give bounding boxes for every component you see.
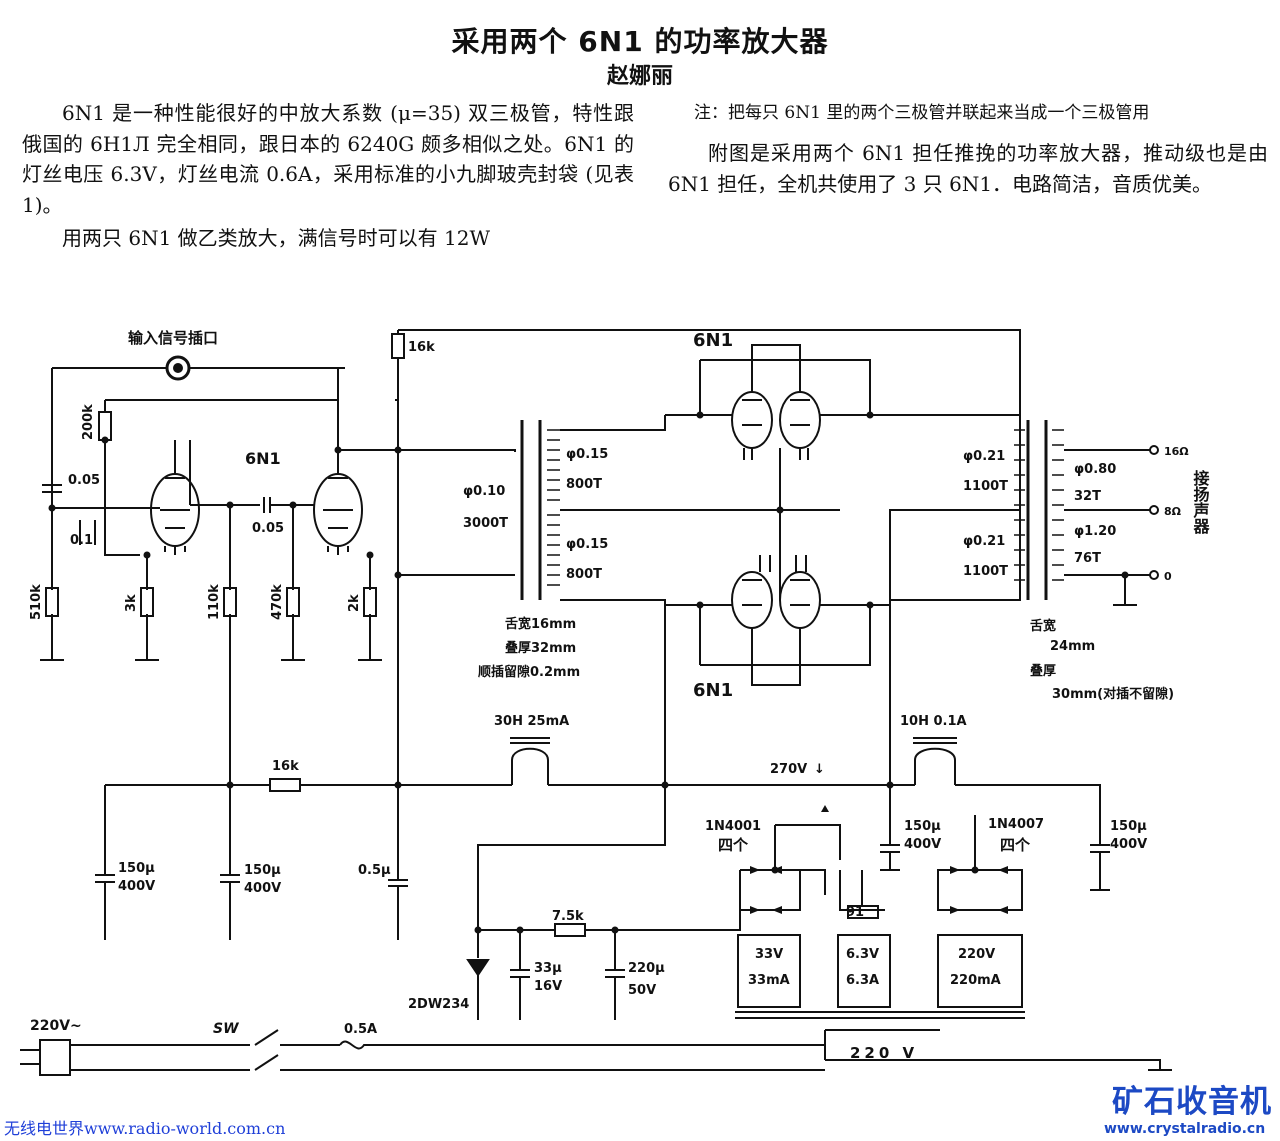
transformer-label: φ0.21 xyxy=(963,449,1005,464)
resistor-label: 510k xyxy=(29,584,44,620)
winding-label: 220V xyxy=(958,947,995,962)
left-text-column: 6N1 是一种性能很好的中放大系数 (μ=35) 双三极管，特性跟俄国的 6H1… xyxy=(22,98,634,257)
transformer-label: 24mm xyxy=(1050,639,1095,654)
winding-33v xyxy=(737,934,801,1008)
footnote: 注：把每只 6N1 里的两个三极管并联起来当成一个三极管用 xyxy=(694,103,1150,123)
transformer-label: 1100T xyxy=(963,479,1008,494)
choke-label: 30H 25mA xyxy=(494,714,569,729)
capacitor-label: 0.05 xyxy=(68,473,100,488)
hv-label: 270V xyxy=(770,762,807,777)
diode-label: 四个 xyxy=(718,836,749,854)
resistor-symbol xyxy=(554,923,586,937)
resistor-symbol xyxy=(140,587,154,617)
capacitor-label: 150μ xyxy=(118,861,155,876)
capacitor-label: 220μ xyxy=(628,961,665,976)
capacitor-label: 0.5μ xyxy=(358,863,391,878)
resistor-symbol xyxy=(847,905,879,919)
speaker-tap-label: 8Ω xyxy=(1164,505,1182,518)
diode-label: 1N4001 xyxy=(705,819,761,834)
transformer-label: φ1.20 xyxy=(1074,524,1116,539)
right-text-column: 注：把每只 6N1 里的两个三极管并联起来当成一个三极管用 附图是采用两个 6N… xyxy=(668,98,1268,202)
speaker-tap-label: 16Ω xyxy=(1164,445,1189,458)
winding-label: 33V xyxy=(755,947,783,962)
transformer-label: φ0.80 xyxy=(1074,462,1116,477)
winding-label: 220mA xyxy=(950,973,1001,988)
watermark-left: 无线电世界www.radio-world.com.cn xyxy=(4,1119,286,1138)
capacitor-label: 33μ xyxy=(534,961,562,976)
transformer-label: φ0.10 xyxy=(463,484,505,499)
diode-label: 四个 xyxy=(1000,836,1031,854)
capacitor-label: 150μ xyxy=(904,819,941,834)
transformer-label: 3000T xyxy=(463,516,508,531)
diode-label: 1N4007 xyxy=(988,817,1044,832)
winding-label: 33mA xyxy=(748,973,790,988)
capacitor-label: 400V xyxy=(1110,837,1147,852)
transformer-label: φ0.15 xyxy=(566,537,608,552)
transformer-label: 800T xyxy=(566,477,602,492)
resistor-label: 110k xyxy=(207,584,222,620)
resistor-symbol xyxy=(286,587,300,617)
bottom-tube-label: 6N1 xyxy=(693,680,733,701)
transformer-label: 1100T xyxy=(963,564,1008,579)
capacitor-label: 150μ xyxy=(244,863,281,878)
driver-tube-label: 6N1 xyxy=(245,449,281,468)
resistor-symbol xyxy=(45,587,59,617)
winding-label: 6.3A xyxy=(846,973,879,988)
transformer-label: 32T xyxy=(1074,489,1101,504)
resistor-symbol xyxy=(269,778,301,792)
capacitor-label: 400V xyxy=(904,837,941,852)
watermark-url: www.crystalradio.cn xyxy=(1104,1121,1266,1137)
top-tube-label: 6N1 xyxy=(693,330,733,351)
resistor-symbol xyxy=(391,333,405,359)
resistor-label: 16k xyxy=(408,340,435,355)
capacitor-label: 400V xyxy=(118,879,155,894)
transformer-label: 30mm(对插不留隙) xyxy=(1052,686,1174,702)
fuse-label: 0.5A xyxy=(344,1022,377,1037)
resistor-label: 200k xyxy=(81,404,96,440)
paragraph: 6N1 是一种性能很好的中放大系数 (μ=35) 双三极管，特性跟俄国的 6H1… xyxy=(22,101,634,217)
resistor-label: 3k xyxy=(124,594,139,612)
transformer-label: 76T xyxy=(1074,551,1101,566)
capacitor-label: 150μ xyxy=(1110,819,1147,834)
resistor-label: 2k xyxy=(347,594,362,612)
capacitor-label: 16V xyxy=(534,979,562,994)
choke-label: 10H 0.1A xyxy=(900,714,967,729)
capacitor-label: 0.05 xyxy=(252,521,284,536)
resistor-symbol xyxy=(223,587,237,617)
winding-6v xyxy=(837,934,891,1008)
resistor-symbol xyxy=(98,411,112,441)
article-author: 赵娜丽 xyxy=(606,64,673,89)
zener-label: 2DW234 xyxy=(408,997,469,1012)
winding-220v xyxy=(937,934,1023,1008)
resistor-label: 7.5k xyxy=(552,909,584,924)
transformer-label: 舌宽16mm xyxy=(505,616,576,632)
resistor-label: 16k xyxy=(272,759,299,774)
mains-label: 220V~ xyxy=(30,1018,82,1034)
article-title: 采用两个 6N1 的功率放大器 xyxy=(451,25,829,58)
transformer-label: φ0.15 xyxy=(566,447,608,462)
resistor-label: 470k xyxy=(270,584,285,620)
transformer-label: 800T xyxy=(566,567,602,582)
capacitor-label: 0.1 xyxy=(70,533,93,548)
winding-label: 6.3V xyxy=(846,947,879,962)
transformer-label: 舌宽 xyxy=(1030,618,1056,634)
watermark-logo: 矿石收音机 xyxy=(1112,1084,1272,1120)
winding-label: 220 V xyxy=(850,1044,918,1062)
transformer-label: φ0.21 xyxy=(963,534,1005,549)
transformer-label: 顺插留隙0.2mm xyxy=(478,664,580,680)
paragraph: 附图是采用两个 6N1 担任推挽的功率放大器，推动级也是由 6N1 担任，全机共… xyxy=(668,141,1268,196)
speaker-label: 接扬声器 xyxy=(1191,469,1211,535)
paragraph: 用两只 6N1 做乙类放大，满信号时可以有 12W xyxy=(62,226,491,250)
switch-label: SW xyxy=(213,1021,239,1037)
input-jack-label: 输入信号插口 xyxy=(128,329,218,347)
transformer-label: 叠厚32mm xyxy=(505,640,576,656)
capacitor-label: 50V xyxy=(628,983,656,998)
resistor-symbol xyxy=(363,587,377,617)
resistor-label: 91 xyxy=(846,905,864,920)
capacitor-label: 400V xyxy=(244,881,281,896)
transformer-label: 叠厚 xyxy=(1030,663,1056,679)
hv-arrow: ↓ xyxy=(814,762,825,777)
speaker-tap-label: 0 xyxy=(1164,570,1172,583)
